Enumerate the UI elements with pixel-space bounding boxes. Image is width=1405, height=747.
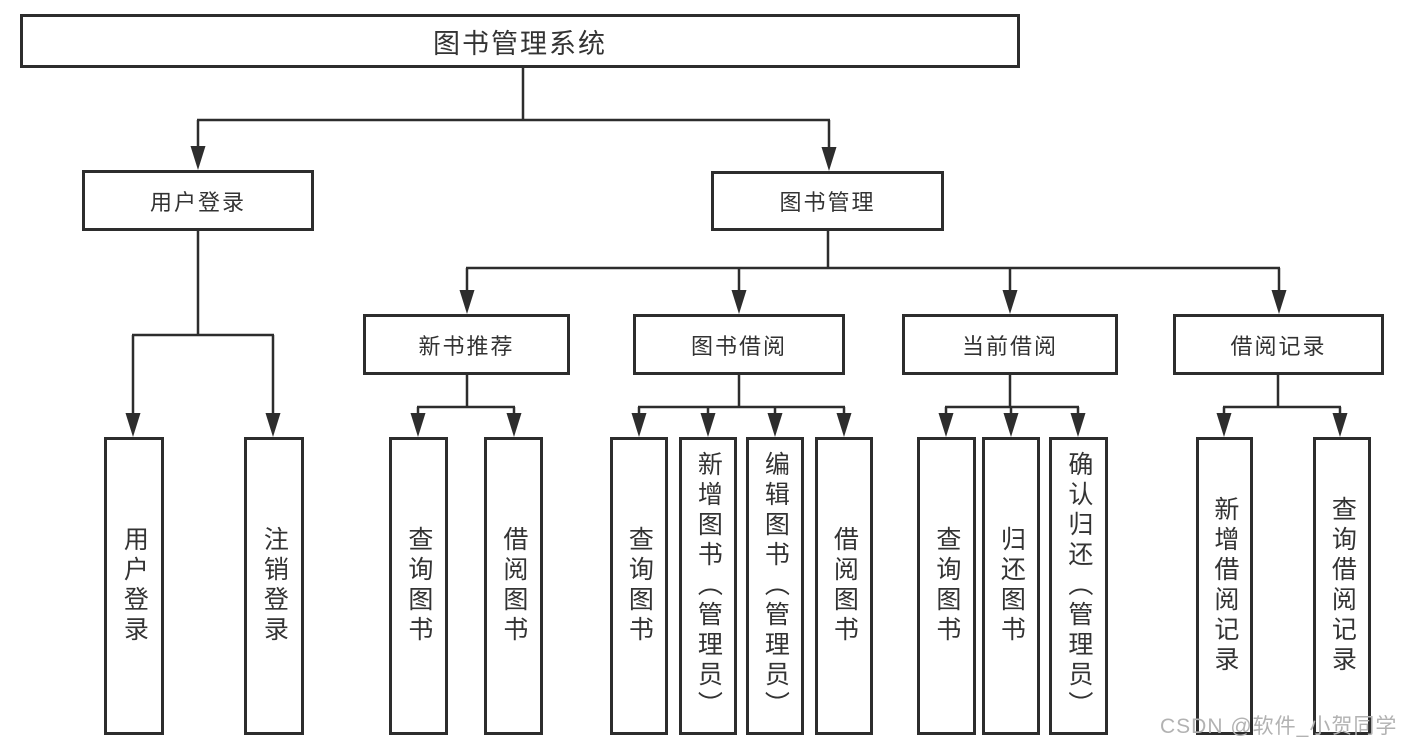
node-leaf-query-books-recommend: 查询图书 (389, 437, 448, 735)
connector-user-login-to-leaves (125, 231, 281, 437)
node-borrowing-records: 借阅记录 (1173, 314, 1384, 375)
node-label: 查询图书 (625, 526, 654, 646)
node-label: 查询图书 (932, 526, 961, 646)
node-leaf-edit-books-admin: 编辑图书（管理员） (746, 437, 804, 735)
node-label: 图书管理系统 (433, 28, 607, 59)
node-new-book-recommend: 新书推荐 (363, 314, 570, 375)
connector-root-to-level2 (190, 68, 837, 171)
node-user-login-module: 用户登录 (82, 170, 314, 231)
node-label: 用户登录 (120, 526, 149, 646)
node-label: 归还图书 (997, 526, 1026, 646)
node-current-borrowing: 当前借阅 (902, 314, 1118, 375)
node-label: 注销登录 (260, 526, 289, 646)
node-label: 确认归还（管理员） (1064, 451, 1093, 721)
node-leaf-return-books: 归还图书 (982, 437, 1040, 735)
node-leaf-add-books-admin: 新增图书（管理员） (679, 437, 737, 735)
node-label: 当前借阅 (961, 333, 1058, 359)
node-leaf-query-books-borrow: 查询图书 (610, 437, 668, 735)
node-label: 借阅记录 (1230, 333, 1327, 359)
node-label: 查询图书 (404, 526, 433, 646)
connector-book-mgmt-to-level3 (459, 231, 1287, 314)
node-leaf-borrow-books: 借阅图书 (815, 437, 873, 735)
node-book-management-module: 图书管理 (711, 171, 944, 231)
connector-book-borrow-to-leaves (631, 375, 852, 437)
node-label: 用户登录 (149, 189, 246, 215)
node-leaf-user-login: 用户登录 (104, 437, 164, 735)
node-book-borrowing: 图书借阅 (633, 314, 845, 375)
node-label: 借阅图书 (499, 526, 528, 646)
node-label: 新增借阅记录 (1210, 496, 1239, 676)
node-leaf-add-borrow-record: 新增借阅记录 (1196, 437, 1253, 735)
node-leaf-query-borrow-record: 查询借阅记录 (1313, 437, 1371, 735)
node-root-system: 图书管理系统 (20, 14, 1020, 68)
connector-borrow-records-to-leaves (1216, 375, 1348, 437)
connector-new-book-to-leaves (410, 375, 522, 437)
connector-current-borrow-to-leaves (938, 375, 1086, 437)
node-label: 新书推荐 (418, 333, 515, 359)
node-leaf-confirm-return-admin: 确认归还（管理员） (1049, 437, 1108, 735)
node-label: 借阅图书 (830, 526, 859, 646)
csdn-watermark: CSDN @软件_小贺同学 (1160, 715, 1398, 738)
node-label: 图书管理 (779, 190, 876, 215)
node-label: 编辑图书（管理员） (761, 451, 790, 721)
node-label: 查询借阅记录 (1328, 496, 1357, 676)
node-label: 图书借阅 (690, 333, 787, 359)
node-leaf-logout: 注销登录 (244, 437, 304, 735)
node-leaf-borrow-books-recommend: 借阅图书 (484, 437, 543, 735)
node-leaf-query-books-current: 查询图书 (917, 437, 976, 735)
node-label: 新增图书（管理员） (694, 451, 723, 721)
